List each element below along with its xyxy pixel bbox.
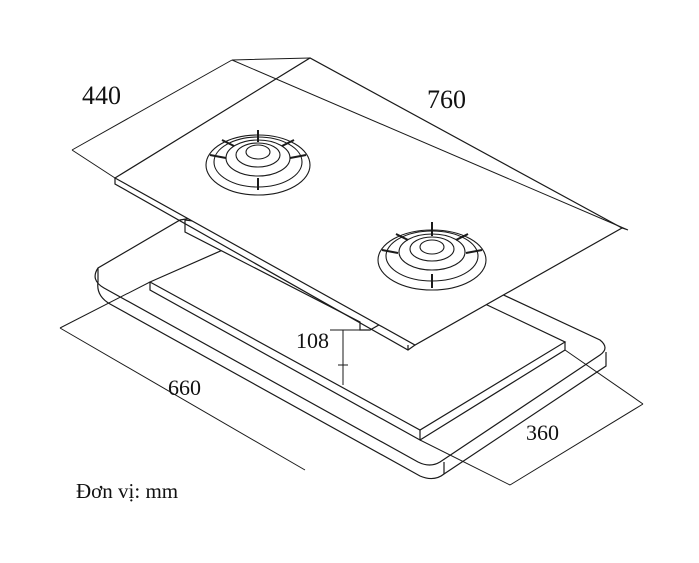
burner-right-cap: [419, 239, 445, 255]
burner-right-ring-4: [409, 236, 455, 262]
label-height: 108: [296, 328, 329, 353]
burner-left-cap: [245, 144, 271, 160]
label-cutout-width: 660: [168, 375, 201, 400]
burner-right: [377, 222, 487, 291]
burner-right-grate: [381, 222, 483, 288]
burner-left-grate: [209, 130, 307, 190]
dim-line-cutout-width: [59, 281, 306, 471]
unit-note: Đơn vị: mm: [76, 479, 178, 503]
glass-top-surface: [113, 57, 624, 346]
burner-left-ring-4: [235, 142, 281, 168]
burner-left: [205, 130, 311, 196]
glass-top-thickness: [114, 178, 416, 351]
dim-line-cutout-depth: [419, 349, 644, 486]
label-cutout-depth: 360: [526, 420, 559, 445]
countertop-top-face: [94, 199, 606, 466]
dim-line-glass-width: [231, 59, 629, 231]
label-glass-depth: 440: [82, 81, 121, 110]
countertop-front-edge: [97, 268, 607, 480]
dim-line-glass-depth: [71, 57, 311, 179]
dimension-lines: [59, 57, 644, 486]
dim-line-height: [330, 329, 360, 385]
label-glass-width: 760: [427, 85, 466, 114]
hob-body: [113, 57, 624, 351]
